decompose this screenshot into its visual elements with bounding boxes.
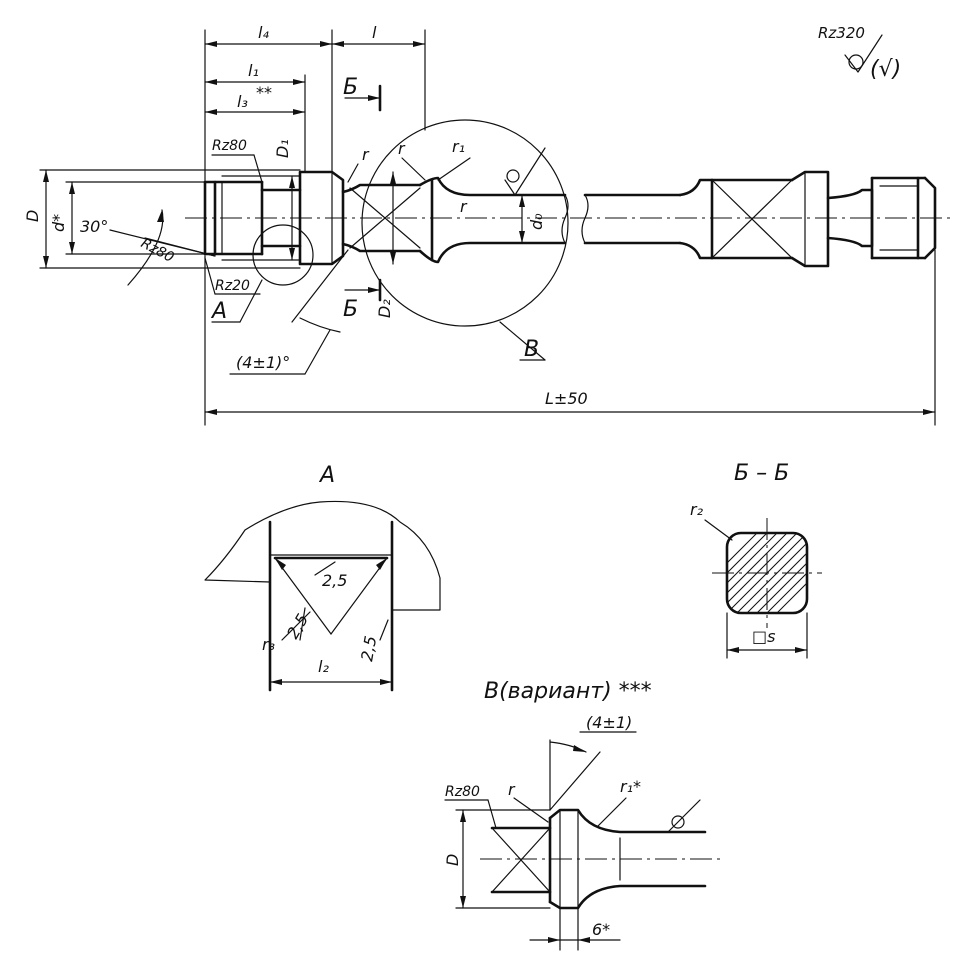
section-BB-title: Б – Б [734,461,789,486]
rz20: Rz20 [215,278,250,294]
detail-circle-B [361,119,569,327]
variant-B-angle: (4±1) [586,713,632,732]
roughness-general: Rz320 [818,24,865,42]
angle-30: 30° [80,217,108,236]
callout-B: В [524,337,539,362]
variant-B-dim-6: 6* [592,920,610,939]
variant-B: В(вариант) *** D (4±1) Rz80 r r₁* [443,679,720,951]
radius-r-a: r [362,145,370,164]
rz80-chamfer: Rz80 [138,235,176,266]
dim-L: L±50 [545,389,588,408]
variant-B-r: r [508,780,516,799]
dim-l1: l₁ [248,61,259,80]
callout-A: А [210,299,227,324]
detail-A-dim-25-right: 2,5 [357,634,380,662]
diameter-dims [39,169,525,269]
dim-D: D [23,210,42,222]
detail-A: А 2,5 2,5 2,5 r₃ l₂ [204,463,441,692]
section-BB-s: □s [752,627,775,646]
variant-B-r1: r₁* [620,777,641,796]
break-line [561,194,569,244]
main-view: l₄ l l₁ l₃ ** D d* D₁ [23,23,950,426]
radius-r-c: r [460,197,468,216]
top-dimensions [204,29,426,183]
square-section [341,176,567,264]
section-BB-r2: r₂ [690,500,704,519]
variant-B-D: D [443,854,462,866]
roughness-general-paren: (√) [870,57,901,82]
shank [203,175,302,261]
detail-A-title: А [318,463,335,488]
section-mark-top: Б [343,75,358,100]
roughness-symbol-shank [504,147,546,196]
variant-B-title: В(вариант) *** [484,679,652,704]
section-BB: Б – Б □s r₂ [690,461,822,659]
dim-D1: D₁ [273,139,292,158]
section-mark-bottom: Б [343,297,358,322]
dim-l: l [372,23,377,42]
dim-d0: d₀ [527,213,546,230]
detail-circle-A [252,224,314,286]
detail-A-l2: l₂ [318,657,329,676]
variant-B-rz80: Rz80 [445,784,480,800]
radius-r-b: r [398,139,406,158]
detail-A-dim-25-top: 2,5 [322,571,347,590]
right-portion [583,170,937,268]
dim-l3-marks: ** [256,83,272,102]
detail-A-dim-25-left: 2,5 [283,610,312,642]
detail-A-r3: r₃ [262,635,275,654]
dim-l4: l₄ [258,23,269,42]
radius-r1: r₁ [452,137,465,156]
angle-tolerance: (4±1)° [236,353,290,372]
dim-d: d* [49,214,68,232]
rz80-top: Rz80 [212,138,247,154]
dim-D2: D₂ [375,299,394,318]
dim-l3: l₃ [237,92,248,111]
